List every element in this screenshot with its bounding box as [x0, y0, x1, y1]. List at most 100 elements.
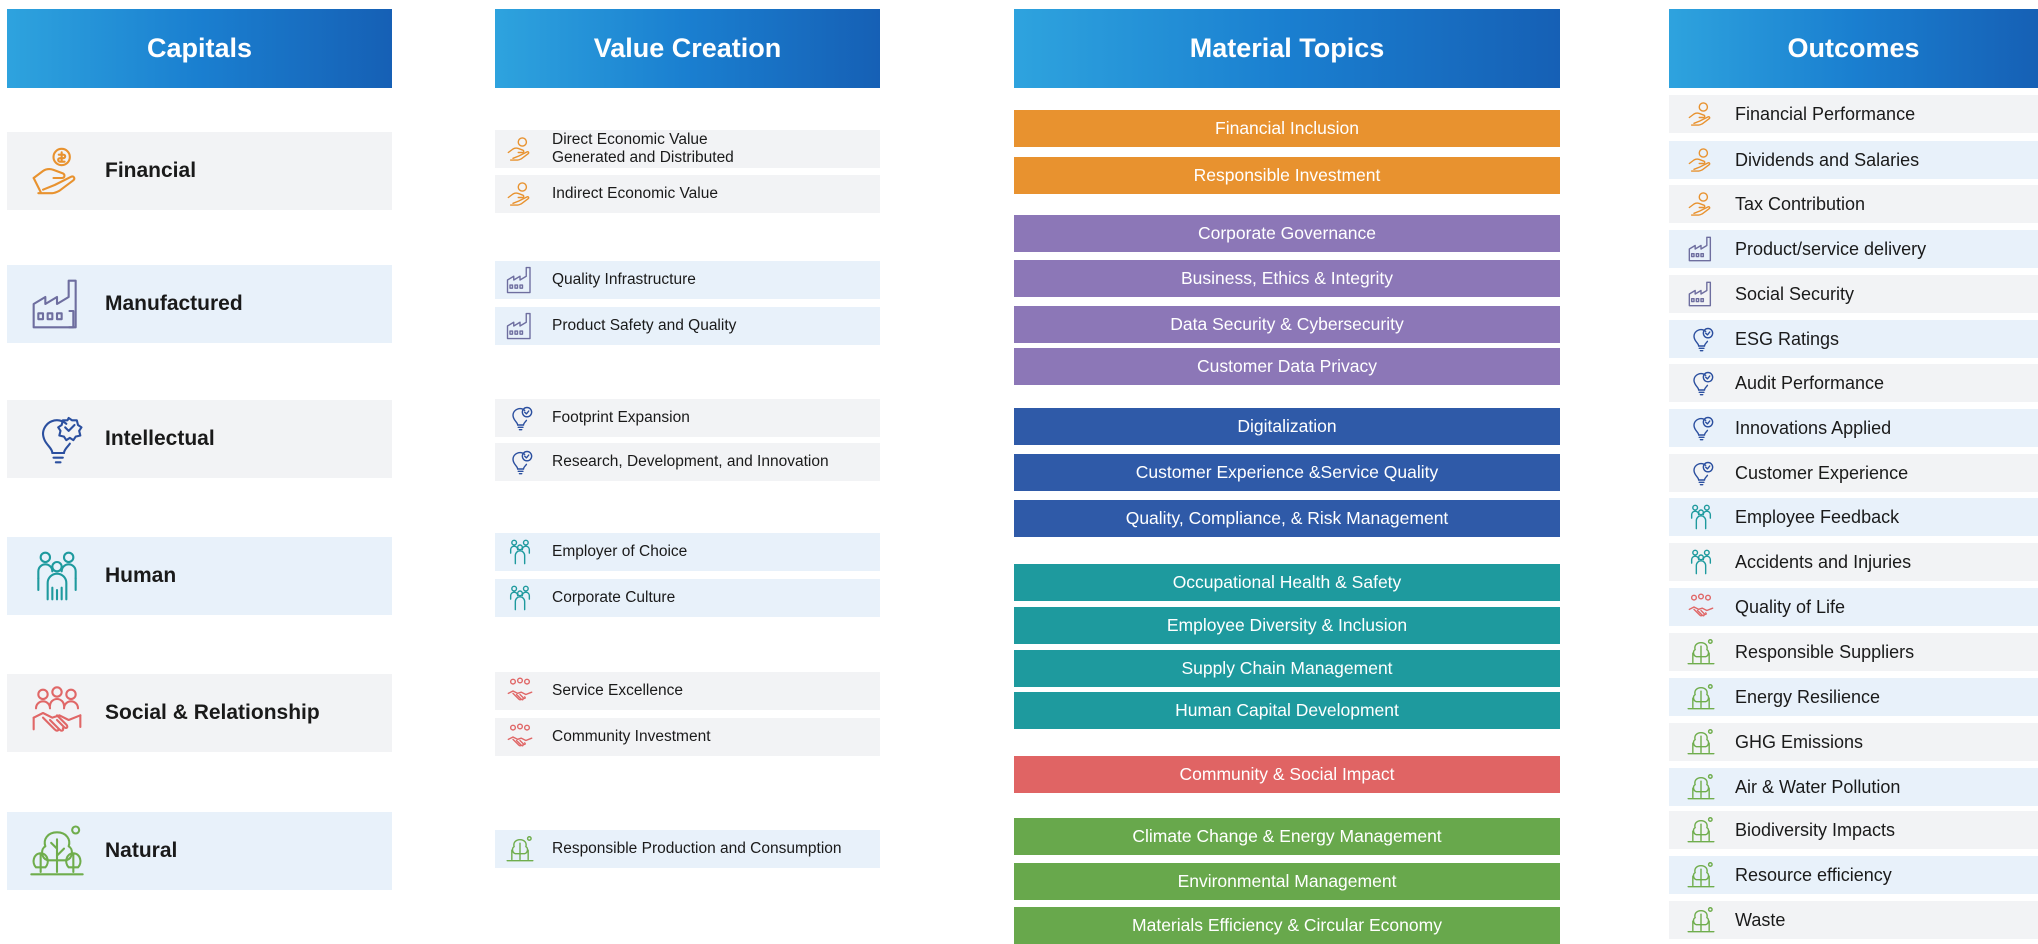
outcome-label: Accidents and Injuries [1735, 551, 1912, 572]
outcome-item: Responsible Suppliers [1669, 633, 2038, 671]
outcome-label: Product/service delivery [1735, 238, 1927, 259]
outcome-label: Dividends and Salaries [1735, 149, 1920, 170]
outcome-label: GHG Emissions [1735, 731, 1864, 752]
outcome-item: Innovations Applied [1669, 409, 2038, 447]
handshake-people-icon [1685, 591, 1717, 623]
trees-icon [1685, 814, 1717, 846]
material-topic-bar: Digitalization [1014, 408, 1560, 445]
value-creation-header: Value Creation [495, 9, 880, 88]
material-topic-bar: Corporate Governance [1014, 215, 1560, 252]
value-creation-item: Quality Infrastructure [495, 261, 880, 299]
capital-card-natural: Natural [7, 812, 392, 890]
people-group-icon [504, 536, 536, 568]
value-creation-label: Research, Development, and Innovation [552, 453, 829, 470]
outcome-item: Financial Performance [1669, 95, 2038, 133]
hand-coin-icon [1685, 144, 1717, 176]
outcome-item: Social Security [1669, 275, 2038, 313]
lightbulb-badge-icon [1685, 367, 1717, 399]
material-topic-bar: Environmental Management [1014, 863, 1560, 900]
outcome-item: Resource efficiency [1669, 856, 2038, 894]
material-topic-bar: Business, Ethics & Integrity [1014, 260, 1560, 297]
material-topic-bar: Responsible Investment [1014, 157, 1560, 194]
lightbulb-badge-icon [504, 402, 536, 434]
lightbulb-badge-icon [1685, 457, 1717, 489]
value-creation-item: Product Safety and Quality [495, 307, 880, 345]
capital-label: Human [105, 564, 177, 587]
value-creation-item: Indirect Economic Value [495, 175, 880, 213]
value-creation-label: Service Excellence [552, 682, 683, 699]
material-topic-bar: Occupational Health & Safety [1014, 564, 1560, 601]
value-creation-label: Employer of Choice [552, 543, 688, 560]
value-creation-label: Footprint Expansion [552, 409, 690, 426]
value-creation-item: Responsible Production and Consumption [495, 830, 880, 868]
capital-label: Manufactured [105, 292, 243, 315]
outcome-label: Quality of Life [1735, 596, 1846, 617]
outcome-item: Tax Contribution [1669, 185, 2038, 223]
outcome-label: Resource efficiency [1735, 864, 1892, 885]
outcome-label: Employee Feedback [1735, 506, 1900, 527]
factory-icon [1685, 233, 1717, 265]
hand-coin-icon [23, 142, 91, 200]
outcome-item: Dividends and Salaries [1669, 141, 2038, 179]
value-creation-item: Footprint Expansion [495, 399, 880, 437]
trees-icon [504, 833, 536, 865]
material-topic-bar: Supply Chain Management [1014, 650, 1560, 687]
capital-label: Financial [105, 159, 197, 182]
material-topic-bar: Community & Social Impact [1014, 756, 1560, 793]
trees-icon [1685, 681, 1717, 713]
capitals-header: Capitals [7, 9, 392, 88]
material-topics-header: Material Topics [1014, 9, 1560, 88]
capital-label: Natural [105, 839, 178, 862]
value-creation-label: Indirect Economic Value [552, 185, 718, 202]
trees-icon [23, 822, 91, 880]
material-topic-bar: Data Security & Cybersecurity [1014, 306, 1560, 343]
outcome-label: Innovations Applied [1735, 417, 1892, 438]
value-creation-item: Corporate Culture [495, 579, 880, 617]
material-topic-bar: Human Capital Development [1014, 692, 1560, 729]
outcome-item: Employee Feedback [1669, 498, 2038, 536]
outcome-label: Waste [1735, 909, 1786, 930]
trees-icon [1685, 636, 1717, 668]
hand-coin-icon [504, 178, 536, 210]
handshake-people-icon [23, 684, 91, 742]
lightbulb-badge-icon [1685, 323, 1717, 355]
outcome-label: Biodiversity Impacts [1735, 819, 1896, 840]
hand-coin-icon [1685, 98, 1717, 130]
value-creation-item: Research, Development, and Innovation [495, 443, 880, 481]
material-topic-bar: Employee Diversity & Inclusion [1014, 607, 1560, 644]
outcomes-header: Outcomes [1669, 9, 2038, 88]
outcome-item: Accidents and Injuries [1669, 543, 2038, 581]
outcome-label: Responsible Suppliers [1735, 641, 1915, 662]
hand-coin-icon [504, 133, 536, 165]
outcome-item: Biodiversity Impacts [1669, 811, 2038, 849]
hand-coin-icon [1685, 188, 1717, 220]
outcome-label: Financial Performance [1735, 103, 1916, 124]
factory-icon [504, 264, 536, 296]
factory-icon [504, 310, 536, 342]
value-creation-item: Service Excellence [495, 672, 880, 710]
outcome-item: Energy Resilience [1669, 678, 2038, 716]
value-creation-label: Community Investment [552, 728, 711, 745]
outcome-label: Air & Water Pollution [1735, 776, 1901, 797]
capital-card-financial: Financial [7, 132, 392, 210]
lightbulb-badge-icon [504, 446, 536, 478]
trees-icon [1685, 726, 1717, 758]
lightbulb-badge-icon [1685, 412, 1717, 444]
people-group-icon [1685, 501, 1717, 533]
outcome-item: Air & Water Pollution [1669, 768, 2038, 806]
value-creation-label: Direct Economic Value Generated and Dist… [552, 131, 734, 166]
value-creation-label: Quality Infrastructure [552, 271, 696, 288]
outcome-item: Waste [1669, 901, 2038, 939]
people-group-icon [23, 547, 91, 605]
people-group-icon [504, 582, 536, 614]
outcome-item: Quality of Life [1669, 588, 2038, 626]
capital-card-human: Human [7, 537, 392, 615]
outcome-label: Energy Resilience [1735, 686, 1881, 707]
value-creation-item: Employer of Choice [495, 533, 880, 571]
value-creation-label: Product Safety and Quality [552, 317, 737, 334]
people-group-icon [1685, 546, 1717, 578]
material-topic-bar: Quality, Compliance, & Risk Management [1014, 500, 1560, 537]
factory-icon [23, 275, 91, 333]
material-topic-bar: Materials Efficiency & Circular Economy [1014, 907, 1560, 944]
outcome-item: GHG Emissions [1669, 723, 2038, 761]
